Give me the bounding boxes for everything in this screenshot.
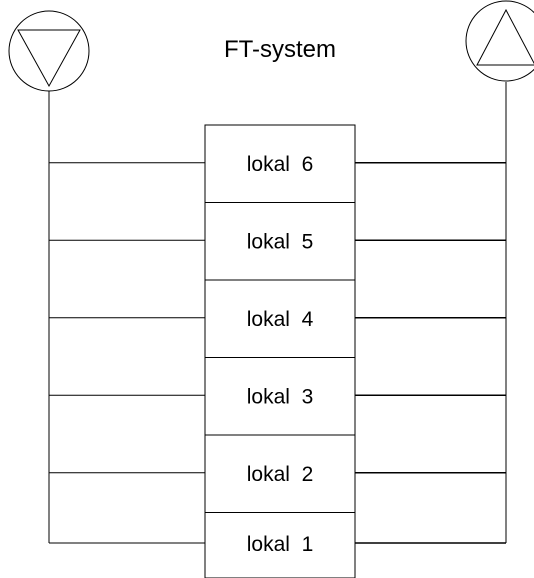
room-label-4: lokal 4 — [247, 308, 314, 331]
supply-fan-icon — [8, 10, 90, 92]
rooms-layer: lokal 6 lokal 5 lokal 4 lokal 3 lokal 2 lokal… — [49, 153, 506, 556]
room-label-3: lokal 3 — [247, 385, 314, 408]
room-label-1: lokal 1 — [247, 533, 314, 556]
room-label-2: lokal 2 — [247, 463, 314, 486]
exhaust-fan-icon — [465, 0, 534, 82]
room-stack — [204, 124, 356, 578]
room-label-5: lokal 5 — [247, 230, 314, 253]
diagram-title: FT-system — [224, 36, 336, 63]
room-label-6: lokal 6 — [247, 153, 314, 176]
